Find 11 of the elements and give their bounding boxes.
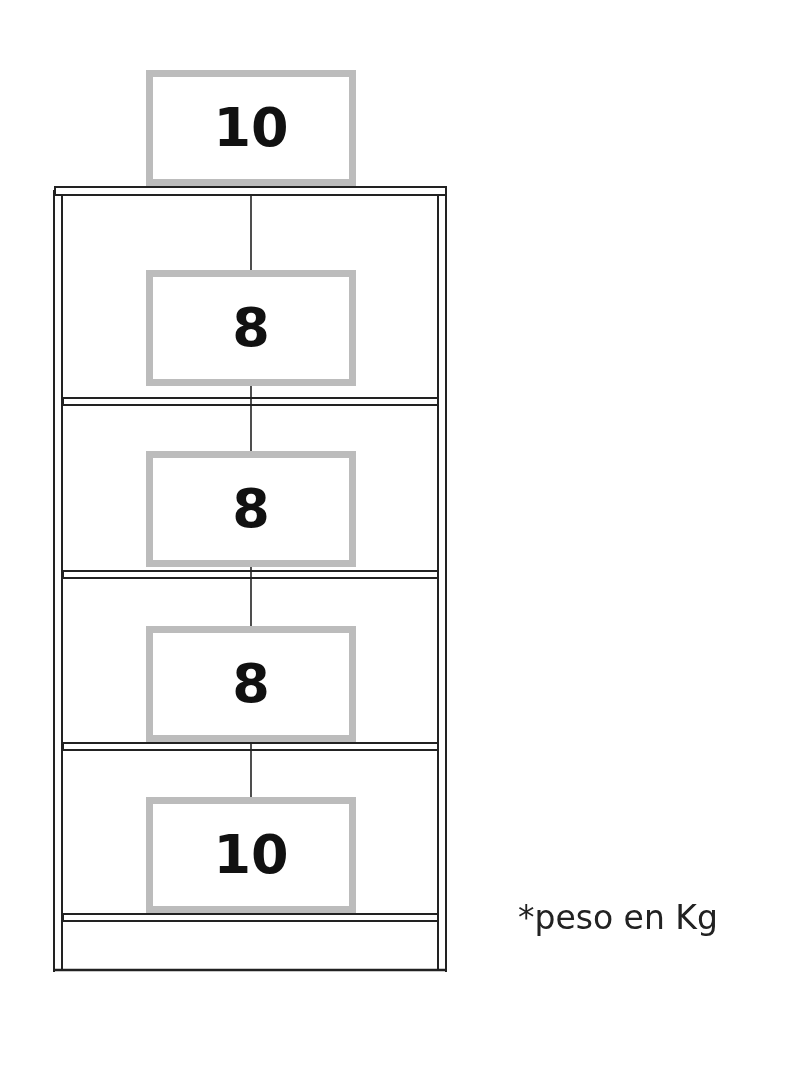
weight-value: 8: [232, 482, 270, 536]
weight-value: 10: [213, 101, 289, 155]
unit-note: *peso en Kg: [518, 898, 718, 937]
load-box: [146, 451, 356, 567]
load-box: [146, 70, 356, 186]
load-box: [146, 270, 356, 386]
weight-value: 8: [232, 301, 270, 355]
load-box: [146, 626, 356, 742]
weight-value: 10: [213, 828, 289, 882]
weight-value: 8: [232, 657, 270, 711]
load-box: [146, 797, 356, 913]
